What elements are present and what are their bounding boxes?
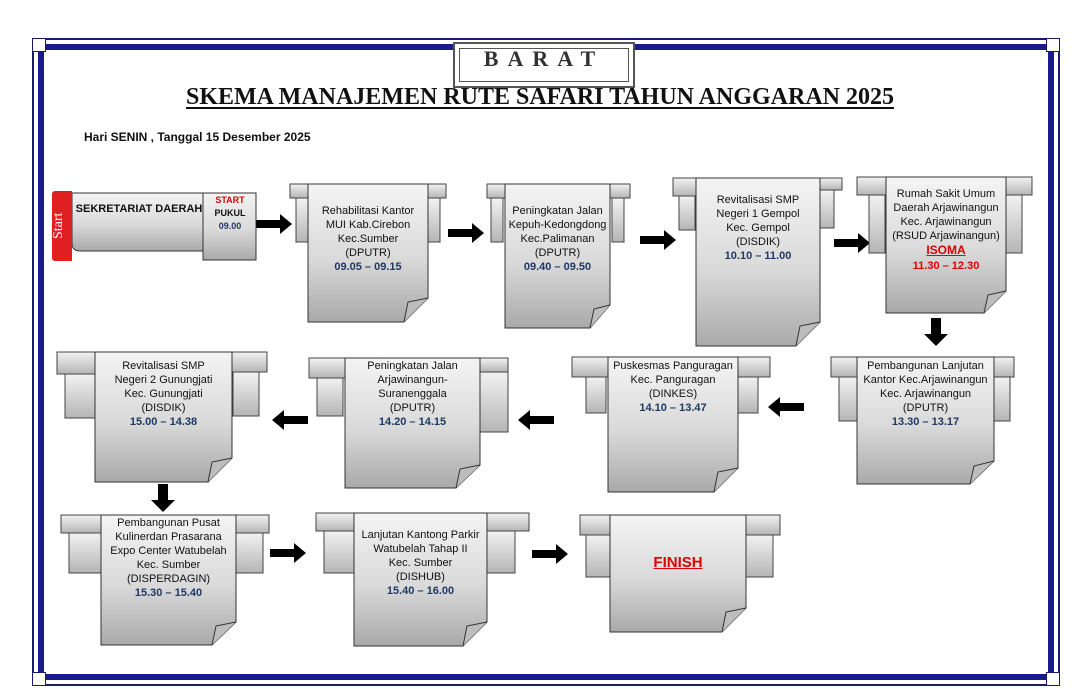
pukul-label: PUKUL xyxy=(214,208,246,219)
flow-arrow-right xyxy=(256,214,292,234)
route-time: 13.30 – 13.17 xyxy=(891,416,960,429)
route-time: 15.30 – 15.40 xyxy=(134,587,203,600)
flow-arrow-right xyxy=(640,230,676,250)
start-time: 09.00 xyxy=(218,221,242,232)
frame-corner xyxy=(32,672,46,686)
route-box-10 xyxy=(315,512,530,647)
start-node xyxy=(71,192,257,261)
flow-arrow-left xyxy=(518,410,554,430)
route-time: 14.20 – 14.15 xyxy=(378,416,447,429)
finish-label: FINISH xyxy=(653,554,703,571)
start-location-label: SEKRETARIAT DAERAH xyxy=(75,203,203,215)
start-tab xyxy=(52,191,72,261)
route-time: 09.05 – 09.15 xyxy=(334,261,402,274)
frame-corner xyxy=(1046,672,1060,686)
route-box-7 xyxy=(308,357,509,489)
start-tab-label: Start xyxy=(51,212,66,240)
flow-arrow-left xyxy=(272,410,308,430)
route-box-3 xyxy=(672,177,843,347)
finish-box xyxy=(579,514,781,633)
flow-arrow-down xyxy=(151,484,175,512)
flow-arrow-right xyxy=(270,543,306,563)
frame-corner xyxy=(1046,38,1060,52)
route-time: 09.40 – 09.50 xyxy=(523,261,592,274)
page-frame-outer xyxy=(32,38,1060,686)
route-time: 10.10 – 11.00 xyxy=(724,250,792,263)
isoma-label: ISOMA xyxy=(926,243,966,258)
route-time: 14.10 – 13.47 xyxy=(639,402,707,415)
flow-arrow-right xyxy=(834,233,870,253)
route-box-5 xyxy=(830,356,1015,485)
route-time: 15.00 – 14.38 xyxy=(129,416,198,429)
route-box-2 xyxy=(486,183,631,329)
route-box-4 xyxy=(856,176,1033,314)
flow-arrow-left xyxy=(768,397,804,417)
flow-arrow-down xyxy=(924,318,948,346)
route-box-9 xyxy=(60,514,270,646)
route-box-1 xyxy=(289,183,447,323)
direction-label: BARAT xyxy=(483,46,605,71)
page-title: SKEMA MANAJEMEN RUTE SAFARI TAHUN ANGGAR… xyxy=(185,84,895,110)
start-time-block: START PUKUL 09.00 xyxy=(204,194,256,233)
route-box-8 xyxy=(56,351,268,483)
direction-box: BARAT xyxy=(453,42,635,88)
route-box-6 xyxy=(571,356,771,493)
flow-arrow-right xyxy=(448,223,484,243)
route-time: 15.40 – 16.00 xyxy=(386,585,455,598)
frame-corner xyxy=(32,38,46,52)
finish-text: FINISH xyxy=(610,553,746,572)
route-time: 11.30 – 12.30 xyxy=(912,259,980,272)
schedule-date: Hari SENIN , Tanggal 15 Desember 2025 xyxy=(84,130,311,144)
start-word: START xyxy=(215,195,245,205)
flow-arrow-right xyxy=(532,544,568,564)
